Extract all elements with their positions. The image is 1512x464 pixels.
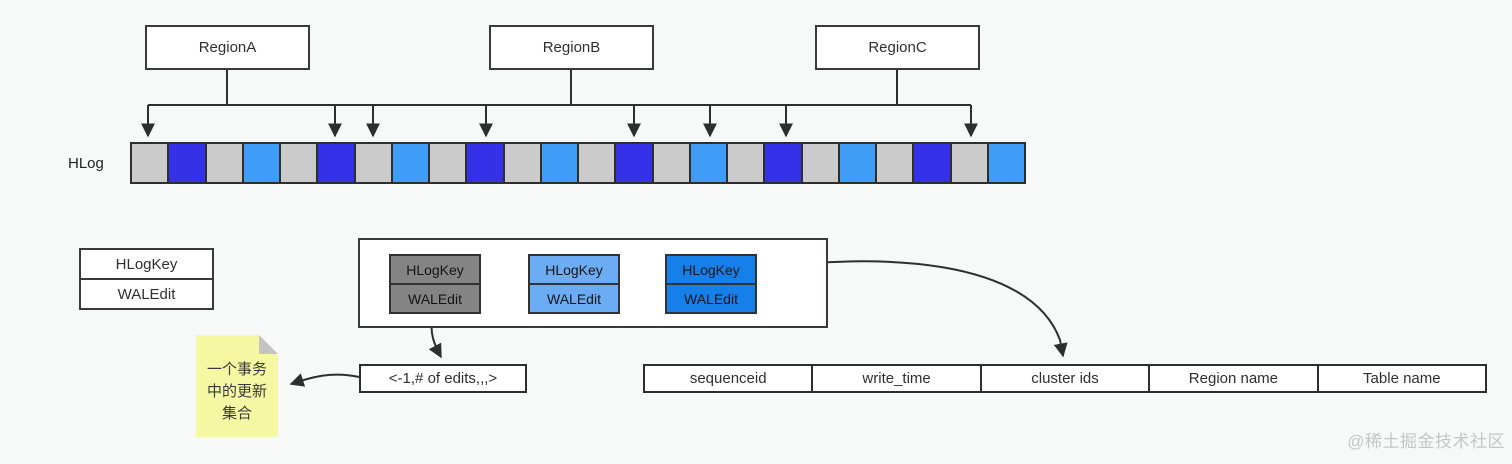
record-field-cluster-ids: cluster ids [979, 366, 1148, 391]
record-field-Table-name: Table name [1316, 366, 1485, 391]
legend-hlogkey: HLogKey [79, 248, 214, 280]
pair-waledit: WALEdit [391, 283, 479, 312]
hlog-cell-darkblue [614, 144, 652, 182]
hlog-cell-gray [875, 144, 913, 182]
hlog-cell-lightblue [539, 144, 577, 182]
hlog-cell-darkblue [763, 144, 801, 182]
record-field-sequenceid: sequenceid [689, 370, 767, 387]
hlog-cell-gray [949, 144, 987, 182]
sticky-note: 一个事务中的更新集合 [196, 335, 278, 437]
hlog-cell-darkblue [912, 144, 950, 182]
hlog-cell-gray [502, 144, 540, 182]
hlog-label: HLog [68, 155, 104, 172]
hlog-cell-gray [726, 144, 764, 182]
hlog-cell-lightblue [986, 144, 1024, 182]
hlogkey-waledit-legend: HLogKey WALEdit [79, 248, 214, 310]
pair-hlogkey: HLogKey [545, 261, 603, 278]
sticky-note-line: 一个事务 [206, 361, 267, 378]
sticky-note-line: 集合 [221, 405, 252, 422]
pair-waledit: WALEdit [667, 283, 755, 312]
sticky-note-text: 一个事务中的更新集合 [196, 335, 278, 425]
pair-hlogkey: HLogKey [406, 261, 464, 278]
hlog-cell-gray [204, 144, 242, 182]
region-box-regionb: RegionB [489, 25, 654, 70]
legend-waledit: WALEdit [79, 278, 214, 310]
hlog-cell-gray [132, 144, 168, 182]
hlog-cell-darkblue [465, 144, 503, 182]
region-box-regiona: RegionA [145, 25, 310, 70]
pair-hlogkey: HLogKey [682, 261, 740, 278]
hlog-strip [130, 142, 1026, 184]
edits-to-note-arrow [289, 373, 360, 387]
hlog-cell-darkblue [316, 144, 354, 182]
pair-waledit: WALEdit [530, 283, 618, 312]
hlog-cell-lightblue [390, 144, 428, 182]
sticky-note-line: 中的更新 [206, 383, 267, 400]
hlog-cell-lightblue [688, 144, 726, 182]
hlog-cell-gray [428, 144, 466, 182]
record-field-Region-name: Region name [1148, 366, 1316, 391]
edits-box: <-1,# of edits,,,> [359, 364, 527, 393]
hlog-cell-gray [353, 144, 391, 182]
hlog-cell-lightblue [837, 144, 875, 182]
hlog-cell-lightblue [241, 144, 279, 182]
watermark: @稀土掘金技术社区 [1347, 432, 1505, 451]
hlog-cell-gray [651, 144, 689, 182]
hlog-cell-gray [279, 144, 317, 182]
record-field-write-time: write_time [811, 366, 979, 391]
hlog-cell-gray [800, 144, 838, 182]
hlog-cell-gray [577, 144, 615, 182]
region-box-regionc: RegionC [815, 25, 980, 70]
hlog-cell-darkblue [167, 144, 205, 182]
